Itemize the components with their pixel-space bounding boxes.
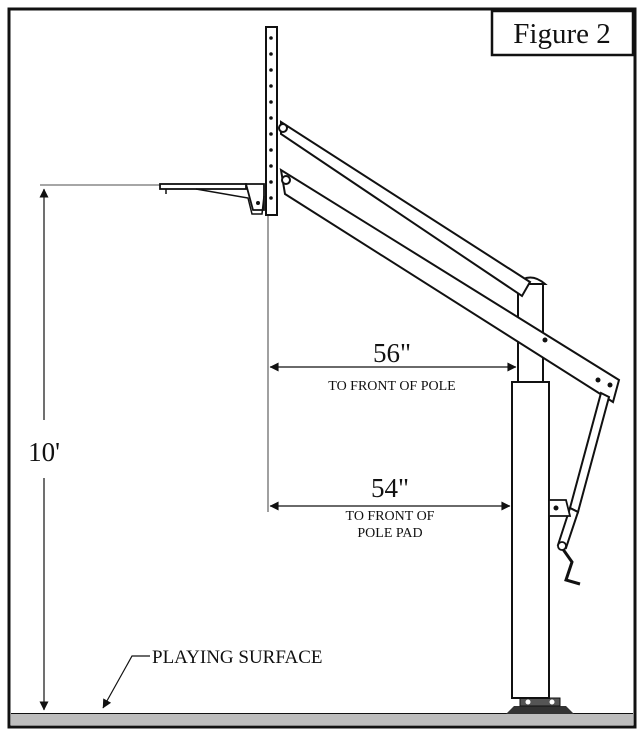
figure-label-box: Figure 2 xyxy=(490,9,635,57)
height-dimension: 10' xyxy=(28,188,60,711)
dimension-upper: 56" TO FRONT OF POLE xyxy=(269,338,517,394)
figure-label: Figure 2 xyxy=(513,18,610,50)
lower-arm xyxy=(279,167,621,404)
surface-label: PLAYING SURFACE xyxy=(152,647,323,668)
rim xyxy=(159,183,265,215)
dimension-upper-value: 56" xyxy=(373,338,411,368)
backboard xyxy=(265,26,278,216)
backboard-holes xyxy=(269,36,273,200)
pole-pad xyxy=(511,381,550,699)
pole-base xyxy=(506,697,574,714)
dimension-lower-value: 54" xyxy=(371,473,409,503)
dimension-lower-note-1: TO FRONT OF xyxy=(346,509,435,524)
crank-handle xyxy=(557,541,581,586)
height-label: 10' xyxy=(28,437,60,467)
surface-callout: PLAYING SURFACE xyxy=(102,647,323,709)
dimension-upper-note: TO FRONT OF POLE xyxy=(328,379,455,394)
ground xyxy=(11,713,633,725)
strut xyxy=(568,391,611,514)
outer-frame xyxy=(7,7,637,729)
dimension-lower: 54" TO FRONT OF POLE PAD xyxy=(269,473,511,541)
dimension-lower-note-2: POLE PAD xyxy=(357,526,422,541)
